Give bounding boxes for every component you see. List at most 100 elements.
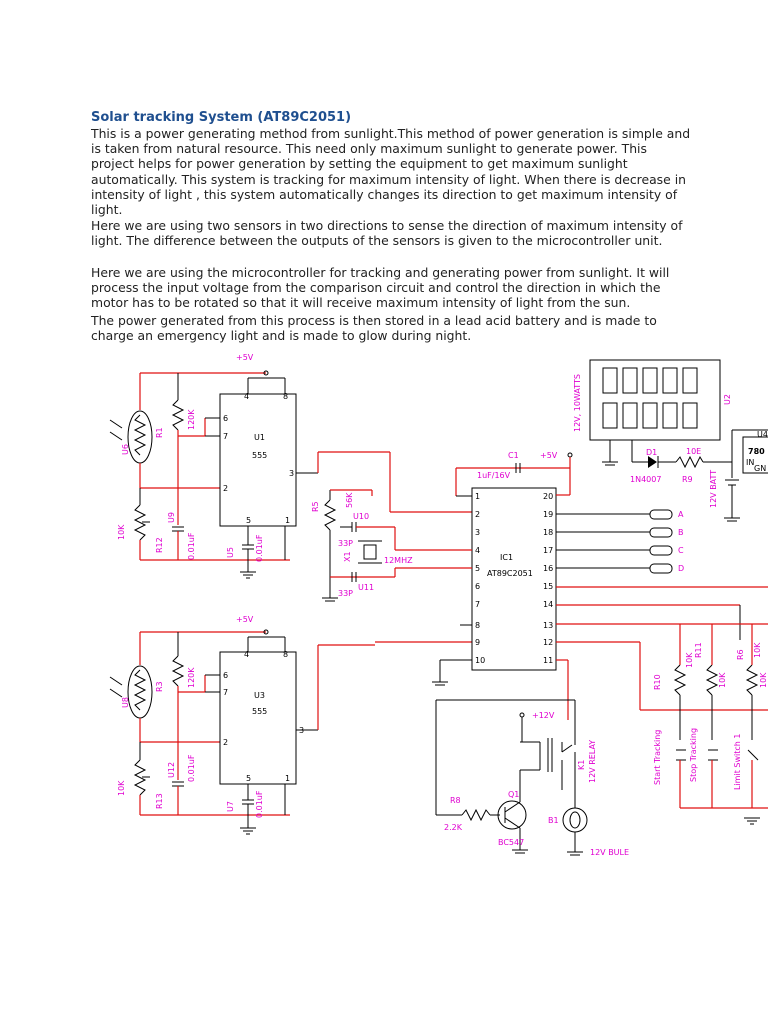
svg-text:6: 6 [475,582,480,591]
svg-text:6: 6 [223,671,228,680]
u3-timer-chip [219,651,297,785]
svg-text:5: 5 [246,774,251,783]
svg-text:U12: U12 [167,762,176,778]
svg-text:12V, 10WATTS: 12V, 10WATTS [573,374,582,432]
svg-text:U11: U11 [358,583,374,592]
svg-text:3: 3 [289,469,294,478]
svg-text:R6: R6 [736,649,745,660]
svg-text:555: 555 [252,707,267,716]
svg-text:12V BULE: 12V BULE [590,848,629,857]
relay-section [435,699,588,856]
svg-text:+5V: +5V [236,615,254,624]
svg-text:555: 555 [252,451,267,460]
svg-text:7: 7 [223,432,228,441]
svg-text:U7: U7 [226,801,235,812]
svg-text:7: 7 [475,600,480,609]
output-c-connector [649,545,673,556]
svg-text:A: A [678,510,684,519]
svg-text:2.2K: 2.2K [444,823,463,832]
svg-text:R3: R3 [155,681,164,692]
svg-text:2: 2 [223,738,228,747]
svg-text:GN: GN [754,464,766,473]
svg-text:+5V: +5V [540,451,558,460]
svg-text:2: 2 [475,510,480,519]
svg-text:R13: R13 [155,793,164,809]
svg-text:8: 8 [475,621,480,630]
svg-text:12V BATT: 12V BATT [709,470,718,508]
svg-text:10: 10 [475,656,485,665]
svg-text:U3: U3 [254,691,265,700]
upper-timer-section [109,370,472,579]
paragraph-2: Here we are using two sensors in two dir… [91,218,683,249]
transistor-icon [497,800,527,830]
svg-text:20: 20 [543,492,553,501]
svg-text:120K: 120K [187,409,196,430]
svg-text:D1: D1 [646,448,657,457]
microcontroller-section [322,452,768,720]
paragraph-3: Here we are using the microcontroller fo… [91,265,670,311]
svg-text:U8: U8 [121,697,130,708]
svg-text:33P: 33P [338,539,353,548]
svg-text:120K: 120K [187,667,196,688]
svg-text:4: 4 [475,546,480,555]
lower-timer-section [109,629,472,835]
article-title: Solar tracking System (AT89C2051) [91,110,352,125]
svg-text:R5: R5 [311,501,320,512]
u1-timer-chip [219,393,297,527]
svg-text:17: 17 [543,546,553,555]
paragraph-1: This is a power generating method from s… [91,126,691,218]
svg-text:14: 14 [543,600,553,609]
svg-text:BC547: BC547 [498,838,524,847]
svg-text:10K: 10K [753,642,762,658]
svg-text:+12V: +12V [532,711,555,720]
svg-text:12V RELAY: 12V RELAY [588,740,597,783]
svg-text:R10: R10 [653,674,662,690]
svg-text:X1: X1 [343,551,352,562]
paragraph-4: The power generated from this process is… [91,313,657,344]
svg-text:0.01uF: 0.01uF [187,754,196,782]
svg-text:780: 780 [748,447,765,456]
svg-text:56K: 56K [345,492,354,508]
svg-text:U2: U2 [723,394,732,405]
svg-text:10E: 10E [686,447,701,456]
svg-text:2: 2 [223,484,228,493]
regulator-chip [742,436,768,474]
svg-text:R8: R8 [450,796,461,805]
svg-text:U5: U5 [226,547,235,558]
svg-text:K1: K1 [577,760,586,770]
svg-text:R9: R9 [682,475,693,484]
svg-text:10K: 10K [117,524,126,540]
svg-text:10K: 10K [117,780,126,796]
svg-text:Q1: Q1 [508,790,519,799]
svg-text:4: 4 [244,392,249,401]
svg-text:12: 12 [543,638,553,647]
ic1-chip [471,487,557,671]
svg-text:R1: R1 [155,427,164,438]
svg-text:5: 5 [475,564,480,573]
svg-text:U4: U4 [757,430,768,439]
svg-text:1: 1 [285,774,290,783]
svg-text:U6: U6 [121,444,130,455]
svg-text:C: C [678,546,684,555]
svg-text:1uF/16V: 1uF/16V [477,471,511,480]
solar-panel [589,359,721,441]
svg-text:B1: B1 [548,816,559,825]
svg-text:+5V: +5V [236,353,254,362]
svg-text:16: 16 [543,564,553,573]
svg-text:R11: R11 [694,642,703,658]
svg-text:11: 11 [543,656,553,665]
svg-text:1: 1 [285,516,290,525]
svg-text:3: 3 [475,528,480,537]
svg-text:B: B [678,528,684,537]
svg-text:8: 8 [283,392,288,401]
svg-text:4: 4 [244,650,249,659]
svg-text:3: 3 [299,726,304,735]
svg-text:8: 8 [283,650,288,659]
svg-text:9: 9 [475,638,480,647]
output-d-connector [649,563,673,574]
svg-text:0.01uF: 0.01uF [255,790,264,818]
power-section [589,359,768,522]
svg-text:33P: 33P [338,589,353,598]
